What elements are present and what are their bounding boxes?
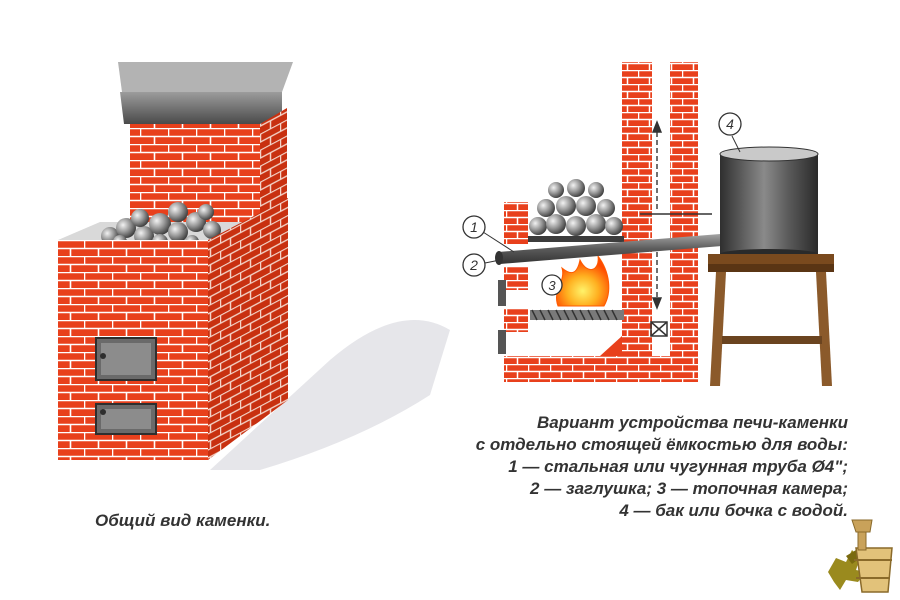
section-door-upper [498,280,506,306]
legend-item-2-3: 2 — заглушка; 3 — топочная камера; [530,479,848,498]
callout-2-label: 2 [469,257,478,273]
callout-3-label: 3 [548,278,556,293]
general-view-caption: Общий вид каменки. [95,511,271,530]
water-tank [719,146,819,259]
upper-tower-side [260,108,287,224]
damper-symbol [650,321,668,337]
chimney-cap [118,62,293,124]
chimney-wall-right [670,62,698,382]
stove-general-view [58,62,450,470]
legend-item-4: 4 — бак или бочка с водой. [619,501,848,520]
sauna-bucket-logo-icon [828,519,893,593]
lower-body-side [208,198,288,460]
fire-icon [556,255,610,307]
stone-support-plate [528,236,624,242]
callout-2: 2 [462,253,501,277]
callout-4-label: 4 [726,116,734,132]
floor-shadow [210,320,450,470]
callout-3: 3 [541,274,563,296]
legend-item-1: 1 — стальная или чугунная труба Ø4"; [508,457,848,476]
flue-arrow-up [651,120,663,310]
stove-cross-section: 1 2 3 4 [462,62,834,386]
outer-wall-left [504,202,528,244]
callout-1-label: 1 [470,219,478,235]
callout-1: 1 [462,215,515,253]
wooden-stool [708,254,834,386]
callout-4: 4 [718,112,742,153]
pipe-plug [495,251,503,265]
legend-block: Вариант устройства печи-каменки с отдель… [476,412,848,522]
section-door-lower [498,330,506,354]
fire-grate [530,309,624,321]
chimney-wall-left [622,62,652,258]
base-masonry [504,356,698,382]
legend-title-line-2: с отдельно стоящей ёмкостью для воды: [475,435,848,454]
heated-stones [529,179,623,236]
legend-title-line-1: Вариант устройства печи-каменки [537,413,848,432]
inner-partition [622,258,652,362]
upper-tower-front [130,124,260,224]
steel-pipe [498,234,722,264]
